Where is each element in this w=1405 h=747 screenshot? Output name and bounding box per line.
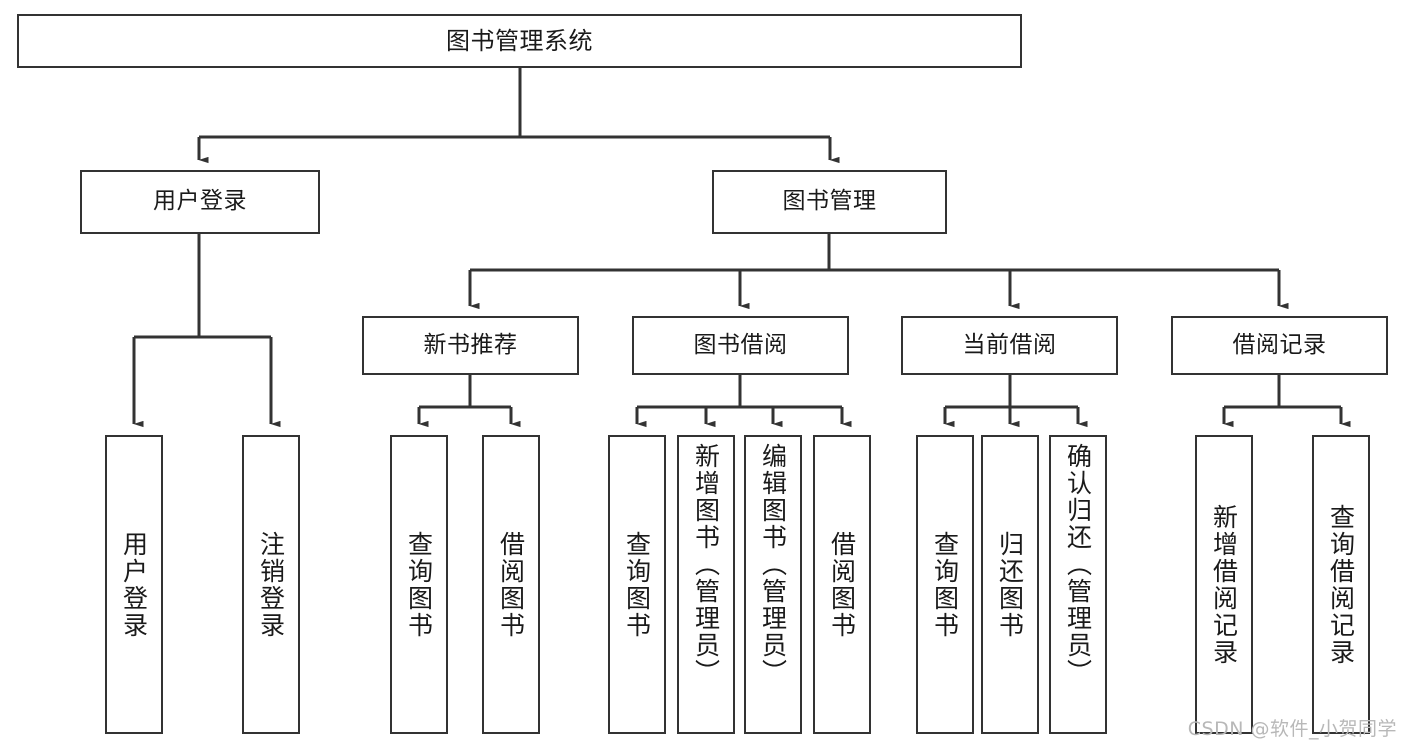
node-label: 编辑图书（管理员） (758, 443, 788, 686)
node-leaf-query-borrow-record[interactable]: 查询借阅记录 (1312, 435, 1370, 734)
node-book-management[interactable]: 图书管理 (712, 170, 947, 234)
node-label: 用户登录 (119, 530, 149, 639)
node-leaf-return-book[interactable]: 归还图书 (981, 435, 1039, 734)
node-label: 借阅图书 (827, 530, 857, 639)
node-leaf-cur-query-book[interactable]: 查询图书 (916, 435, 974, 734)
node-label: 图书管理 (782, 188, 877, 215)
node-leaf-borrow-query-book[interactable]: 查询图书 (608, 435, 666, 734)
node-label: 新增图书（管理员） (691, 443, 721, 686)
node-leaf-rec-borrow-book[interactable]: 借阅图书 (482, 435, 540, 734)
node-leaf-edit-book[interactable]: 编辑图书（管理员） (744, 435, 802, 734)
node-current-borrowing[interactable]: 当前借阅 (901, 316, 1118, 375)
node-leaf-add-borrow-record[interactable]: 新增借阅记录 (1195, 435, 1253, 734)
node-user-login[interactable]: 用户登录 (80, 170, 320, 234)
node-leaf-borrow-book[interactable]: 借阅图书 (813, 435, 871, 734)
node-label: 当前借阅 (962, 331, 1057, 358)
node-leaf-rec-query-book[interactable]: 查询图书 (390, 435, 448, 734)
node-label: 查询图书 (622, 530, 652, 639)
node-book-borrowing[interactable]: 图书借阅 (632, 316, 849, 375)
node-label: 查询图书 (930, 530, 960, 639)
node-label: 用户登录 (153, 188, 247, 215)
node-label: 归还图书 (995, 530, 1025, 639)
watermark-text: CSDN @软件_小贺同学 (1187, 718, 1397, 740)
node-label: 图书管理系统 (446, 26, 593, 55)
node-label: 注销登录 (256, 530, 286, 639)
node-root-book-management-system[interactable]: 图书管理系统 (17, 14, 1022, 68)
node-label: 新增借阅记录 (1209, 503, 1239, 666)
node-leaf-logout[interactable]: 注销登录 (242, 435, 300, 734)
node-leaf-add-book[interactable]: 新增图书（管理员） (677, 435, 735, 734)
node-label: 新书推荐 (423, 331, 518, 358)
node-new-book-recommendation[interactable]: 新书推荐 (362, 316, 579, 375)
node-label: 查询图书 (404, 530, 434, 639)
node-label: 图书借阅 (693, 331, 788, 358)
node-label: 确认归还（管理员） (1063, 443, 1093, 686)
node-label: 查询借阅记录 (1326, 503, 1356, 666)
node-label: 借阅记录 (1232, 331, 1327, 358)
node-label: 借阅图书 (496, 530, 526, 639)
node-leaf-user-login[interactable]: 用户登录 (105, 435, 163, 734)
node-leaf-confirm-return[interactable]: 确认归还（管理员） (1049, 435, 1107, 734)
node-borrowing-record[interactable]: 借阅记录 (1171, 316, 1388, 375)
